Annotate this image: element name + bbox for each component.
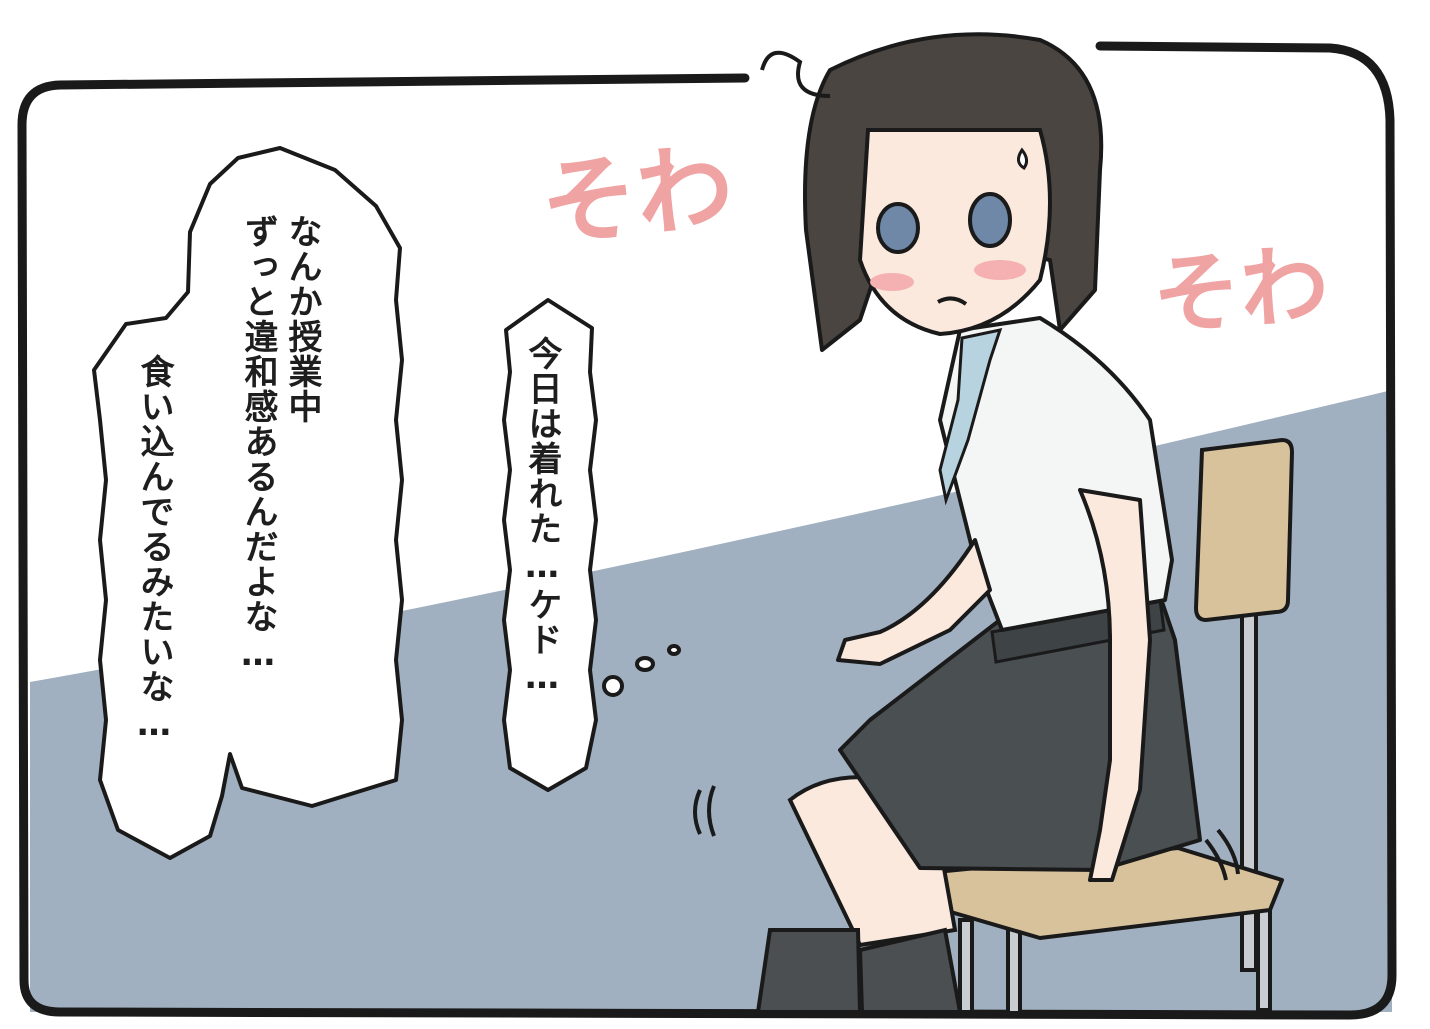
thought-tail-dot-3 [667, 644, 681, 656]
character-left-arm [836, 538, 992, 666]
thought-tail-dot-2 [635, 656, 655, 672]
fidget-mark-left [693, 785, 716, 837]
character-blush-left [870, 273, 914, 291]
character-eye-left [876, 202, 920, 254]
character-right-arm [1078, 488, 1152, 882]
speech-bubble-left-line-2: ずっと違和感あるんだよな… [238, 214, 278, 675]
character-ribbon [938, 327, 1003, 506]
speech-bubble-left-line-3: 食い込んでるみたいな… [134, 354, 174, 745]
thought-bubble-text: 今日は着れた…ケド… [522, 336, 562, 698]
fidget-mark-right [1204, 828, 1240, 881]
thought-bubble-mid [502, 298, 598, 792]
sound-effect-sowa-1: そわ [534, 129, 740, 263]
speech-bubble-left-line-1: なんか授業中 [282, 214, 322, 424]
character-eye-right [968, 192, 1012, 248]
sweat-drop [1017, 147, 1029, 170]
thought-tail-dot-1 [602, 675, 624, 697]
character-blush-right [974, 260, 1026, 280]
speech-bubble-left [92, 146, 404, 860]
sound-effect-sowa-2: そわ [1148, 231, 1334, 349]
character-mouth [937, 296, 968, 306]
panel-frame [17, 41, 1397, 1020]
hair-ahoge [760, 50, 831, 98]
